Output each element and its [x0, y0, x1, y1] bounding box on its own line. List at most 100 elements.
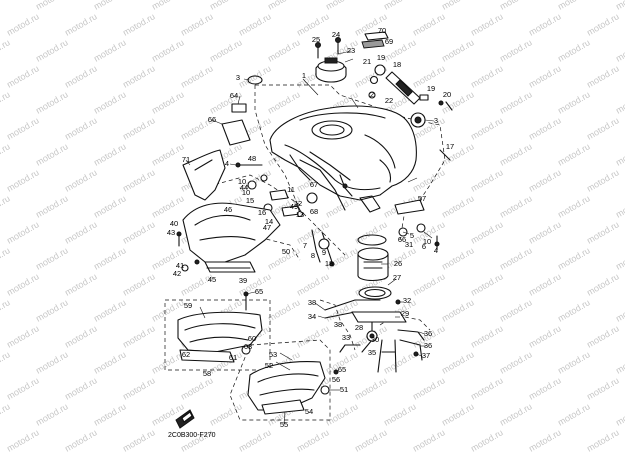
watermark-text: motod.ru — [266, 297, 302, 323]
callout-43: 43 — [167, 228, 175, 237]
watermark-text: motod.ru — [295, 271, 331, 297]
callout-10: 10 — [238, 177, 246, 186]
watermark-text: motod.ru — [556, 89, 592, 115]
watermark-text: motod.ru — [411, 427, 447, 453]
watermark-text: motod.ru — [614, 89, 625, 115]
callout-1: 1 — [302, 71, 306, 80]
watermark-text: motod.ru — [382, 0, 418, 12]
watermark-text: motod.ru — [556, 141, 592, 167]
watermark-text: motod.ru — [324, 0, 360, 12]
watermark-text: motod.ru — [34, 89, 70, 115]
watermark-text: motod.ru — [353, 427, 389, 453]
watermark-text: motod.ru — [469, 63, 505, 89]
watermark-text: motod.ru — [498, 401, 534, 427]
watermark-text: motod.ru — [585, 11, 621, 37]
watermark-text: motod.ru — [556, 297, 592, 323]
callout-54: 54 — [305, 407, 313, 416]
watermark-text: motod.ru — [34, 349, 70, 375]
watermark-text: motod.ru — [498, 297, 534, 323]
watermark-text: motod.ru — [237, 11, 273, 37]
watermark-text: motod.ru — [585, 271, 621, 297]
watermark-text: motod.ru — [295, 11, 331, 37]
watermark-text: motod.ru — [0, 37, 12, 63]
left-lower-cover — [177, 291, 263, 363]
watermark-text: motod.ru — [295, 427, 331, 453]
watermark-text: motod.ru — [556, 245, 592, 271]
callout-22: 22 — [385, 96, 393, 105]
callout-10b: 10 — [242, 188, 250, 197]
callout-35: 35 — [368, 348, 376, 357]
watermark-text: motod.ru — [353, 375, 389, 401]
watermark-text: motod.ru — [150, 37, 186, 63]
watermark-text: motod.ru — [92, 297, 128, 323]
watermark-text: motod.ru — [0, 0, 12, 12]
watermark-text: motod.ru — [527, 375, 563, 401]
watermark-text: motod.ru — [150, 141, 186, 167]
watermark-text: motod.ru — [498, 245, 534, 271]
watermark-text: motod.ru — [585, 167, 621, 193]
callout-45: 45 — [208, 275, 216, 284]
lower-bracket-assembly — [339, 299, 425, 373]
callout-63: 63 — [244, 342, 252, 351]
callout-4: 4 — [225, 159, 229, 168]
watermark-text: motod.ru — [92, 0, 128, 12]
watermark-text: motod.ru — [92, 245, 128, 271]
callout-61: 61 — [229, 353, 237, 362]
watermark-text: motod.ru — [440, 401, 476, 427]
watermark-text: motod.ru — [63, 11, 99, 37]
watermark-text: motod.ru — [527, 11, 563, 37]
watermark-text: motod.ru — [179, 375, 215, 401]
watermark-text: motod.ru — [614, 193, 625, 219]
callout-53: 53 — [269, 350, 277, 359]
callout-62: 62 — [182, 350, 190, 359]
callout-38b: 38 — [334, 320, 342, 329]
watermark-text: motod.ru — [5, 11, 41, 37]
watermark-text: motod.ru — [382, 401, 418, 427]
tool-kit-icon — [175, 409, 195, 429]
callout-25: 25 — [312, 35, 320, 44]
watermark-text: motod.ru — [498, 37, 534, 63]
callout-30: 30 — [371, 335, 379, 344]
callout-28: 28 — [355, 323, 363, 332]
watermark-text: motod.ru — [411, 375, 447, 401]
watermark-text: motod.ru — [150, 89, 186, 115]
callout-68: 68 — [310, 207, 318, 216]
callout-33: 33 — [342, 333, 350, 342]
watermark-text: motod.ru — [614, 37, 625, 63]
callout-13: 13 — [296, 210, 304, 219]
watermark-text: motod.ru — [0, 193, 12, 219]
watermark-text: motod.ru — [0, 245, 12, 271]
callout-9: 9 — [322, 248, 326, 257]
watermark-text: motod.ru — [585, 323, 621, 349]
callout-44: 44 — [240, 183, 248, 192]
callout-24: 24 — [332, 30, 340, 39]
callout-69: 69 — [385, 37, 393, 46]
watermark-text: motod.ru — [469, 167, 505, 193]
callout-18: 18 — [393, 60, 401, 69]
callout-3b: 3 — [434, 116, 438, 125]
watermark-text: motod.ru — [614, 401, 625, 427]
watermark-text: motod.ru — [121, 63, 157, 89]
watermark-text: motod.ru — [0, 297, 12, 323]
watermark-text: motod.ru — [266, 89, 302, 115]
watermark-text: motod.ru — [585, 375, 621, 401]
watermark-text: motod.ru — [556, 349, 592, 375]
watermark-text: motod.ru — [92, 89, 128, 115]
callout-52: 52 — [265, 361, 273, 370]
callout-2: 2 — [370, 90, 374, 99]
watermark-text: motod.ru — [34, 0, 70, 12]
watermark-text: motod.ru — [63, 375, 99, 401]
watermark-text: motod.ru — [527, 271, 563, 297]
callout-14: 14 — [265, 217, 273, 226]
watermark-text: motod.ru — [0, 141, 12, 167]
callout-23: 23 — [347, 46, 355, 55]
watermark-text: motod.ru — [63, 167, 99, 193]
watermark-text: motod.ru — [92, 193, 128, 219]
callout-40: 40 — [170, 219, 178, 228]
drawing-code: 2C0B300-F270 — [168, 432, 216, 439]
watermark-text: motod.ru — [63, 427, 99, 453]
watermark-text: motod.ru — [5, 271, 41, 297]
callout-37: 37 — [422, 351, 430, 360]
